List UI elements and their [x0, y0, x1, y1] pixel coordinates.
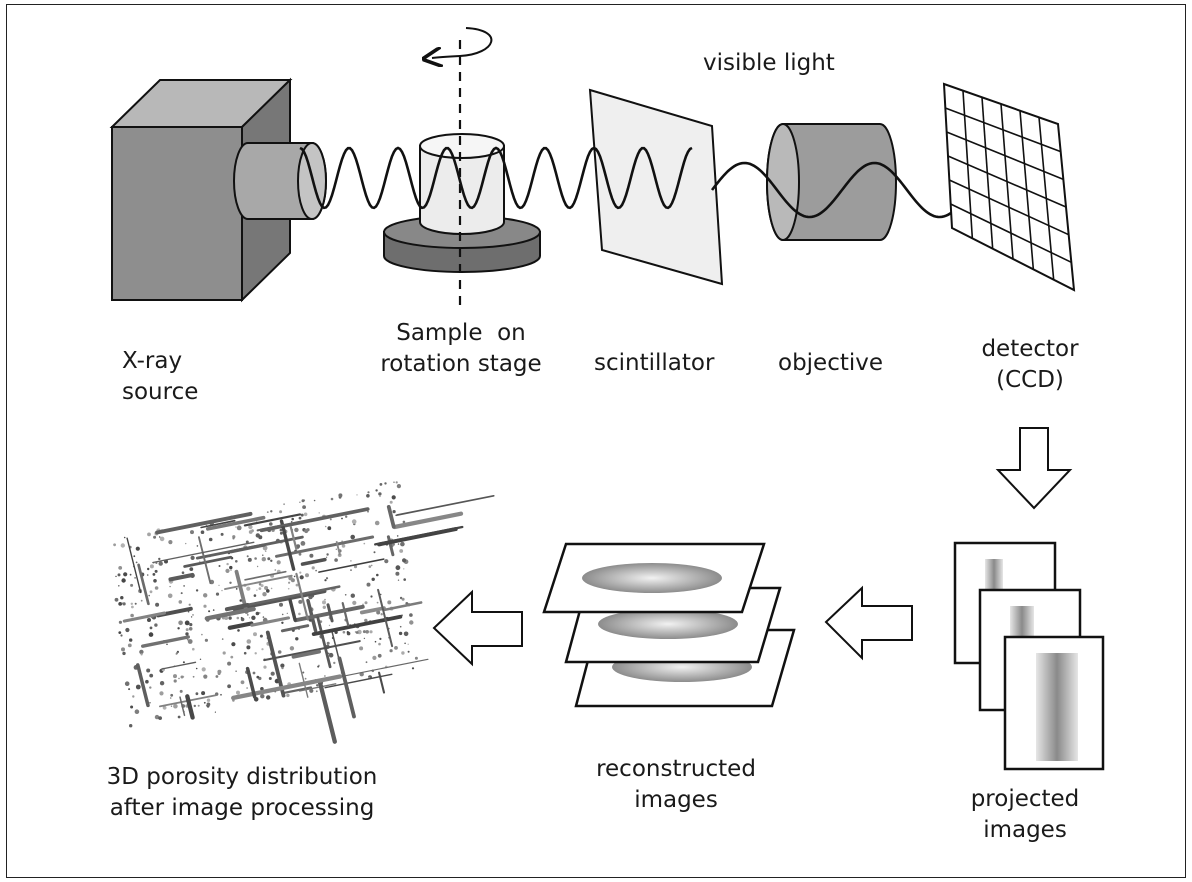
detector-label: detector (CCD) — [960, 334, 1100, 396]
sample-label: Sample on rotation stage — [346, 318, 576, 380]
sample-line1: Sample on — [396, 320, 526, 346]
objective-lens — [766, 123, 897, 241]
left-arrow-icon — [824, 585, 913, 661]
projected-images-label: projected images — [960, 784, 1090, 846]
detector-line1: detector — [981, 336, 1079, 362]
detector-grid — [942, 82, 1076, 292]
sample-line2: rotation stage — [380, 351, 542, 377]
projected-line2: images — [983, 817, 1067, 843]
visible-light-label: visible light — [703, 50, 835, 76]
porosity-line1: 3D porosity distribution — [106, 764, 378, 790]
reconstructed-line1: reconstructed — [596, 756, 756, 782]
projected-images-stack — [953, 541, 1105, 771]
left-arrow-icon — [432, 589, 523, 667]
xray-source-line1: X-ray — [122, 348, 183, 374]
reconstructed-line2: images — [634, 787, 718, 813]
xray-wave — [299, 146, 693, 210]
projected-line1: projected — [970, 786, 1080, 812]
scintillator-label: scintillator — [594, 350, 715, 376]
porosity-line2: after image processing — [109, 795, 375, 821]
detector-line2: (CCD) — [996, 367, 1064, 393]
visible-light-wave — [710, 161, 997, 219]
rotation-arrow-icon — [432, 27, 493, 58]
xray-source-line2: source — [122, 379, 199, 405]
reconstructed-slices — [542, 542, 796, 708]
down-arrow-icon — [995, 427, 1073, 510]
reconstructed-images-label: reconstructed images — [566, 754, 786, 816]
objective-label: objective — [778, 350, 884, 376]
xray-source-label: X-ray source — [122, 346, 198, 408]
porosity-label: 3D porosity distribution after image pro… — [72, 762, 412, 824]
scintillator-plane — [588, 88, 724, 286]
porosity-3d-render — [113, 481, 495, 744]
